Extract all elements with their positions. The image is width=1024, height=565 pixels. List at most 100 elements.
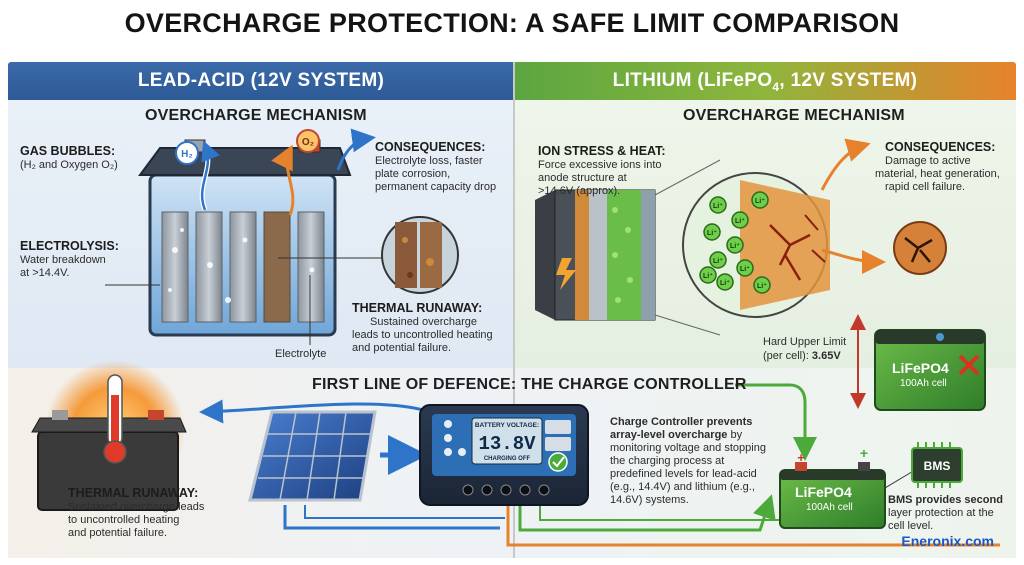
- lead-acid-header-label: LEAD-ACID (12V SYSTEM): [137, 70, 385, 91]
- lithium-consequences-arrow: [820, 138, 871, 191]
- li-ion: [716, 273, 734, 291]
- li-ion: [731, 211, 749, 229]
- ion-stress-text-1: Force excessive ions into: [538, 159, 662, 171]
- controller-to-lead-arrow: [199, 399, 431, 424]
- controller-desc-line-2: array-level overcharge by: [610, 429, 743, 441]
- li-ion-label: Li⁺: [707, 229, 717, 237]
- top-cell-label-2: 100Ah cell: [900, 378, 947, 389]
- ion-stress-text-2: anode structure at: [538, 172, 627, 184]
- controller-desc-line-4: the charging process at: [610, 455, 725, 467]
- li-ion-label: Li⁺: [735, 217, 745, 225]
- lithium-consequences-text-2: material, heat generation,: [875, 168, 1000, 180]
- consequences-arrow: [336, 128, 376, 171]
- controller-to-lithium-arrow: [735, 383, 817, 461]
- li-ion: [726, 236, 744, 254]
- bms-text-3: cell level.: [888, 520, 934, 532]
- green-wire: [518, 494, 776, 532]
- li-ion: [736, 259, 754, 277]
- li-ion: [699, 266, 717, 284]
- cross-icon: [958, 354, 980, 376]
- bottom-thermal-label: THERMAL RUNAWAY:: [68, 486, 199, 500]
- li-ion: [703, 223, 721, 241]
- li-ion-label: Li⁺: [720, 279, 730, 287]
- lithium-mechanism-title: OVERCHARGE MECHANISM: [683, 107, 905, 124]
- bottom-battery-label-2: 100Ah cell: [806, 502, 853, 513]
- bms-connector: [884, 469, 916, 489]
- li-ion: [753, 276, 771, 294]
- li-ion-label: Li⁺: [755, 197, 765, 205]
- lithium-cell-cutaway: [535, 159, 721, 336]
- li-ion-label: Li⁺: [713, 202, 723, 210]
- top-cell-label-1: LiFePO4: [892, 360, 949, 376]
- green-wire-2: [539, 505, 780, 521]
- lead-mechanism-title: OVERCHARGE MECHANISM: [145, 107, 367, 124]
- screen-value: 13.8V: [478, 433, 536, 455]
- orange-wire: [506, 505, 1000, 547]
- oxygen-gas-arrow: [271, 144, 295, 216]
- oxygen-badge: O₂: [296, 129, 320, 153]
- center-divider: [513, 62, 515, 558]
- blue-wire-2: [304, 505, 505, 519]
- hard-limit-text-2: (per cell): 3.65V: [763, 350, 841, 362]
- lifepo4-battery: [779, 462, 886, 529]
- positive-terminal-sign: +: [797, 450, 805, 465]
- lifepo4-cell-top: [874, 329, 986, 411]
- li-ion-label: Li⁺: [740, 265, 750, 273]
- li-ion-group: Li⁺Li⁺Li⁺Li⁺Li⁺Li⁺Li⁺Li⁺Li⁺Li⁺: [699, 191, 771, 294]
- lead-thermal-text-1: Sustained overcharge: [370, 316, 478, 328]
- hard-limit-text-1: Hard Upper Limit: [763, 336, 847, 348]
- li-ion: [709, 251, 727, 269]
- brand-watermark: Eneronix.com: [901, 533, 994, 549]
- controller-desc-line-7: 14.6V) systems.: [610, 494, 689, 506]
- lead-consequences-text-3: permanent capacity drop: [375, 181, 497, 193]
- controller-section-title: FIRST LINE OF DEFENCE: THE CHARGE CONTRO…: [312, 376, 747, 393]
- lead-consequences-text-1: Electrolyte loss, faster: [375, 155, 483, 167]
- solar-panel: [248, 410, 377, 502]
- lithium-consequences-label: CONSEQUENCES:: [885, 140, 996, 154]
- lead-consequences-text-2: plate corrosion,: [375, 168, 451, 180]
- li-ion: [751, 191, 769, 209]
- li-ion: [709, 196, 727, 214]
- lead-thermal-label: THERMAL RUNAWAY:: [352, 301, 483, 315]
- bottom-thermal-text-1: Sustained overcharge leads: [68, 501, 205, 513]
- lithium-header-label: LITHIUM (LiFePO4, 12V SYSTEM): [612, 70, 918, 94]
- svg-text:H₂: H₂: [181, 149, 193, 160]
- charge-controller: [419, 404, 589, 506]
- electrolysis-text-1: Water breakdown: [20, 254, 106, 266]
- bms-text-1: BMS provides second: [888, 494, 1003, 506]
- blue-wire-1: [283, 505, 500, 530]
- lithium-header: LITHIUM (LiFePO4, 12V SYSTEM): [514, 62, 1016, 100]
- bottom-battery-label-1: LiFePO4: [795, 484, 852, 500]
- lead-thermal-text-3: and potential failure.: [352, 342, 452, 354]
- lithium-consequences-text-3: rapid cell failure.: [885, 181, 966, 193]
- bms-chip-label: BMS: [924, 459, 951, 473]
- lead-thermal-text-2: leads to uncontrolled heating: [352, 329, 493, 341]
- electrolysis-text-2: at >14.4V.: [20, 267, 70, 279]
- li-ion-label: Li⁺: [757, 282, 767, 290]
- li-ion-label: Li⁺: [713, 257, 723, 265]
- thermometer-icon: [103, 374, 127, 464]
- svg-text:O₂: O₂: [302, 137, 314, 148]
- electrolysis-label: ELECTROLYSIS:: [20, 239, 119, 253]
- controller-desc-line-6: (e.g., 14.4V) and lithium (e.g.,: [610, 481, 755, 493]
- ion-stress-text-3: >14.6V (approx).: [538, 185, 621, 197]
- plus-sign: +: [860, 445, 868, 461]
- lead-acid-battery: [138, 139, 352, 337]
- bottom-thermal-text-2: to uncontrolled heating: [68, 514, 180, 526]
- hydrogen-badge: H₂: [175, 141, 199, 165]
- screen-status: CHARGING OFF: [484, 456, 531, 462]
- gas-bubbles-label: GAS BUBBLES:: [20, 144, 116, 158]
- corrosion-zoom: [381, 216, 459, 294]
- hydrogen-gas-arrow-inner: [200, 140, 220, 211]
- page-title: OVERCHARGE PROTECTION: A SAFE LIMIT COMP…: [124, 8, 900, 38]
- cracked-material-icon: [893, 221, 947, 275]
- bms-text-2: layer protection at the: [888, 507, 994, 519]
- gas-bubbles-text: (H₂ and Oxygen O₂): [20, 159, 118, 171]
- lead-consequences-label: CONSEQUENCES:: [375, 140, 486, 154]
- bms-chip-icon: [911, 442, 963, 488]
- lithium-failure-arrow: [821, 248, 886, 274]
- lithium-consequences-text-1: Damage to active: [885, 155, 971, 167]
- controller-desc-line-5: predefined levels for lead-acid: [610, 468, 757, 480]
- lead-acid-header: LEAD-ACID (12V SYSTEM): [8, 62, 514, 100]
